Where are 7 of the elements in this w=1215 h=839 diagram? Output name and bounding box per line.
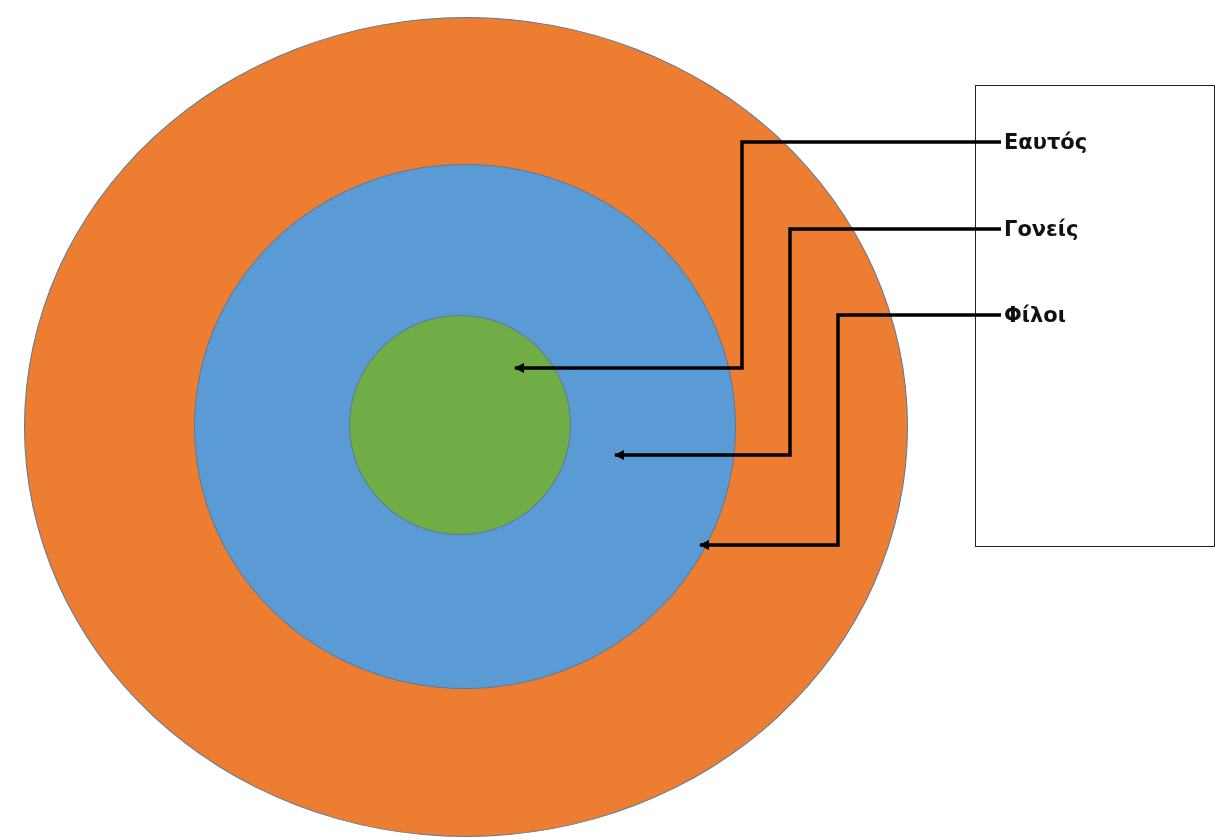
legend-box (975, 85, 1215, 547)
legend-label: Εαυτός (1004, 129, 1088, 157)
leader-arrow (699, 313, 1001, 550)
leader-arrow (514, 140, 1001, 373)
leader-arrow (614, 227, 1001, 460)
legend-label: Φίλοι (1004, 302, 1066, 330)
legend-label: Γονείς (1004, 216, 1079, 244)
